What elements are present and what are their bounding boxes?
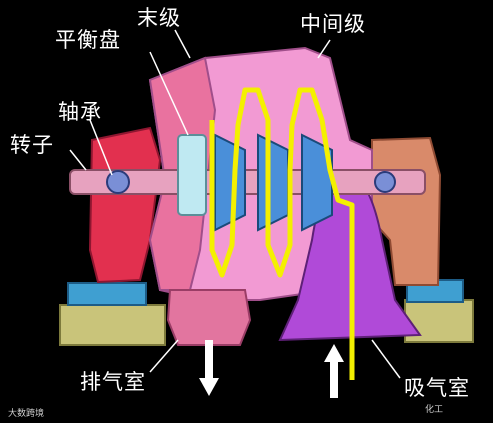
left-base-clip <box>67 282 147 306</box>
impeller-1 <box>214 133 246 232</box>
right-bearing-ring <box>374 171 396 193</box>
left-bearing-ring <box>106 170 130 194</box>
balance-disc <box>177 134 207 216</box>
leader-bearing <box>89 119 113 176</box>
watermark-bottom-right: 化工 <box>425 405 444 415</box>
leader-intermediate <box>317 39 331 59</box>
label-last-stage: 末级 <box>137 6 181 30</box>
leader-last-stage <box>174 29 191 59</box>
exhaust-outlet <box>166 289 252 346</box>
gas-flow-path <box>209 87 355 380</box>
label-intake-chamber: 吸气室 <box>404 376 470 400</box>
impeller-2 <box>257 133 289 232</box>
label-exhaust-chamber: 排气室 <box>80 370 146 394</box>
left-bearing-housing <box>88 126 162 284</box>
label-balance-disc: 平衡盘 <box>55 28 121 52</box>
left-base-support <box>59 304 166 346</box>
watermark-bottom-left: 大数跨境 <box>8 409 45 419</box>
label-rotor: 转子 <box>10 133 54 157</box>
intake-arrow <box>324 344 344 398</box>
leader-rotor <box>69 149 87 171</box>
label-intermediate-stage: 中间级 <box>300 12 366 36</box>
leader-balance-disc <box>149 51 189 136</box>
leader-intake <box>371 339 401 379</box>
label-bearing: 轴承 <box>58 100 102 124</box>
leader-exhaust <box>149 339 179 373</box>
exhaust-arrow <box>199 340 219 396</box>
impeller-3 <box>301 133 333 232</box>
